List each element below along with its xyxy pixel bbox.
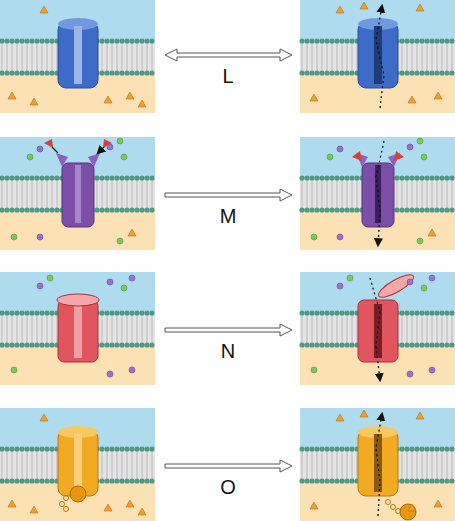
solute-ion [347, 275, 353, 281]
solute-ion [107, 279, 113, 285]
step-label: M [220, 206, 237, 226]
solute-ion [360, 410, 368, 417]
transition-arrow [165, 460, 292, 472]
solute-ion [104, 96, 112, 103]
solute-ion [129, 367, 135, 373]
channel-protein [57, 294, 99, 362]
membrane-panel [299, 271, 455, 385]
membrane-panel [0, 137, 155, 250]
solute-ion [8, 92, 16, 99]
solute-ion [11, 367, 17, 373]
solute-ion [429, 367, 435, 373]
solute-ion [121, 285, 127, 291]
membrane-panel [0, 408, 155, 521]
solute-ion [337, 283, 343, 289]
channel-protein [58, 426, 98, 512]
solute-ion [37, 234, 43, 240]
step-label: O [220, 477, 236, 497]
solute-ion [336, 6, 344, 13]
solute-ion [47, 275, 53, 281]
solute-ion [138, 508, 146, 515]
solute-ion [434, 500, 442, 507]
solute-ion [408, 96, 416, 103]
solute-ion [117, 238, 123, 244]
solute-ion [336, 414, 344, 421]
solute-ion [128, 229, 136, 236]
solute-ion [407, 279, 413, 285]
solute-ion [126, 92, 134, 99]
transition-arrow [165, 189, 292, 201]
solute-ion [407, 371, 413, 377]
solute-ion [421, 154, 427, 160]
membrane-panel [299, 137, 455, 250]
step-label: N [221, 341, 235, 361]
flow-path [376, 414, 382, 516]
flow-path [376, 141, 384, 245]
channel-protein [358, 271, 416, 362]
solute-ion [138, 100, 146, 107]
membrane-panel [0, 0, 155, 113]
solute-ion [311, 234, 317, 240]
membrane-panel [299, 408, 455, 521]
solute-ion [416, 4, 424, 11]
solute-ion [310, 94, 318, 101]
solute-ion [30, 98, 38, 105]
solute-ion [408, 504, 416, 511]
solute-ion [421, 285, 427, 291]
solute-ion [121, 154, 127, 160]
solute-ion [129, 275, 135, 281]
solute-ion [337, 146, 343, 152]
solute-ion [37, 283, 43, 289]
solute-ion [107, 144, 113, 150]
solute-ion [429, 275, 435, 281]
solute-ion [104, 504, 112, 511]
step-label: L [222, 66, 233, 86]
solute-ion [8, 500, 16, 507]
solute-ion [434, 92, 442, 99]
solute-ion [117, 138, 123, 144]
solute-ion [126, 500, 134, 507]
membrane-panel [299, 0, 455, 113]
solute-ion [310, 502, 318, 509]
solute-ion [40, 6, 48, 13]
solute-ion [337, 234, 343, 240]
solute-ion [428, 229, 436, 236]
channel-protein [352, 151, 404, 227]
solute-ion [40, 414, 48, 421]
solute-ion [11, 234, 17, 240]
flow-path [376, 6, 384, 108]
solute-ion [107, 371, 113, 377]
solute-ion [27, 154, 33, 160]
solute-ion [417, 238, 423, 244]
channel-protein [44, 139, 112, 227]
solute-ion [407, 144, 413, 150]
solute-ion [416, 412, 424, 419]
transition-arrow [165, 49, 292, 61]
solute-ion [417, 138, 423, 144]
solute-ion [311, 367, 317, 373]
transition-arrow [165, 324, 292, 336]
flow-path [370, 278, 380, 380]
channel-protein [358, 426, 416, 520]
solute-ion [327, 154, 333, 160]
solute-ion [30, 506, 38, 513]
solute-ion [37, 146, 43, 152]
channel-protein [58, 18, 98, 88]
membrane-panel [0, 272, 155, 385]
solute-ion [360, 2, 368, 9]
